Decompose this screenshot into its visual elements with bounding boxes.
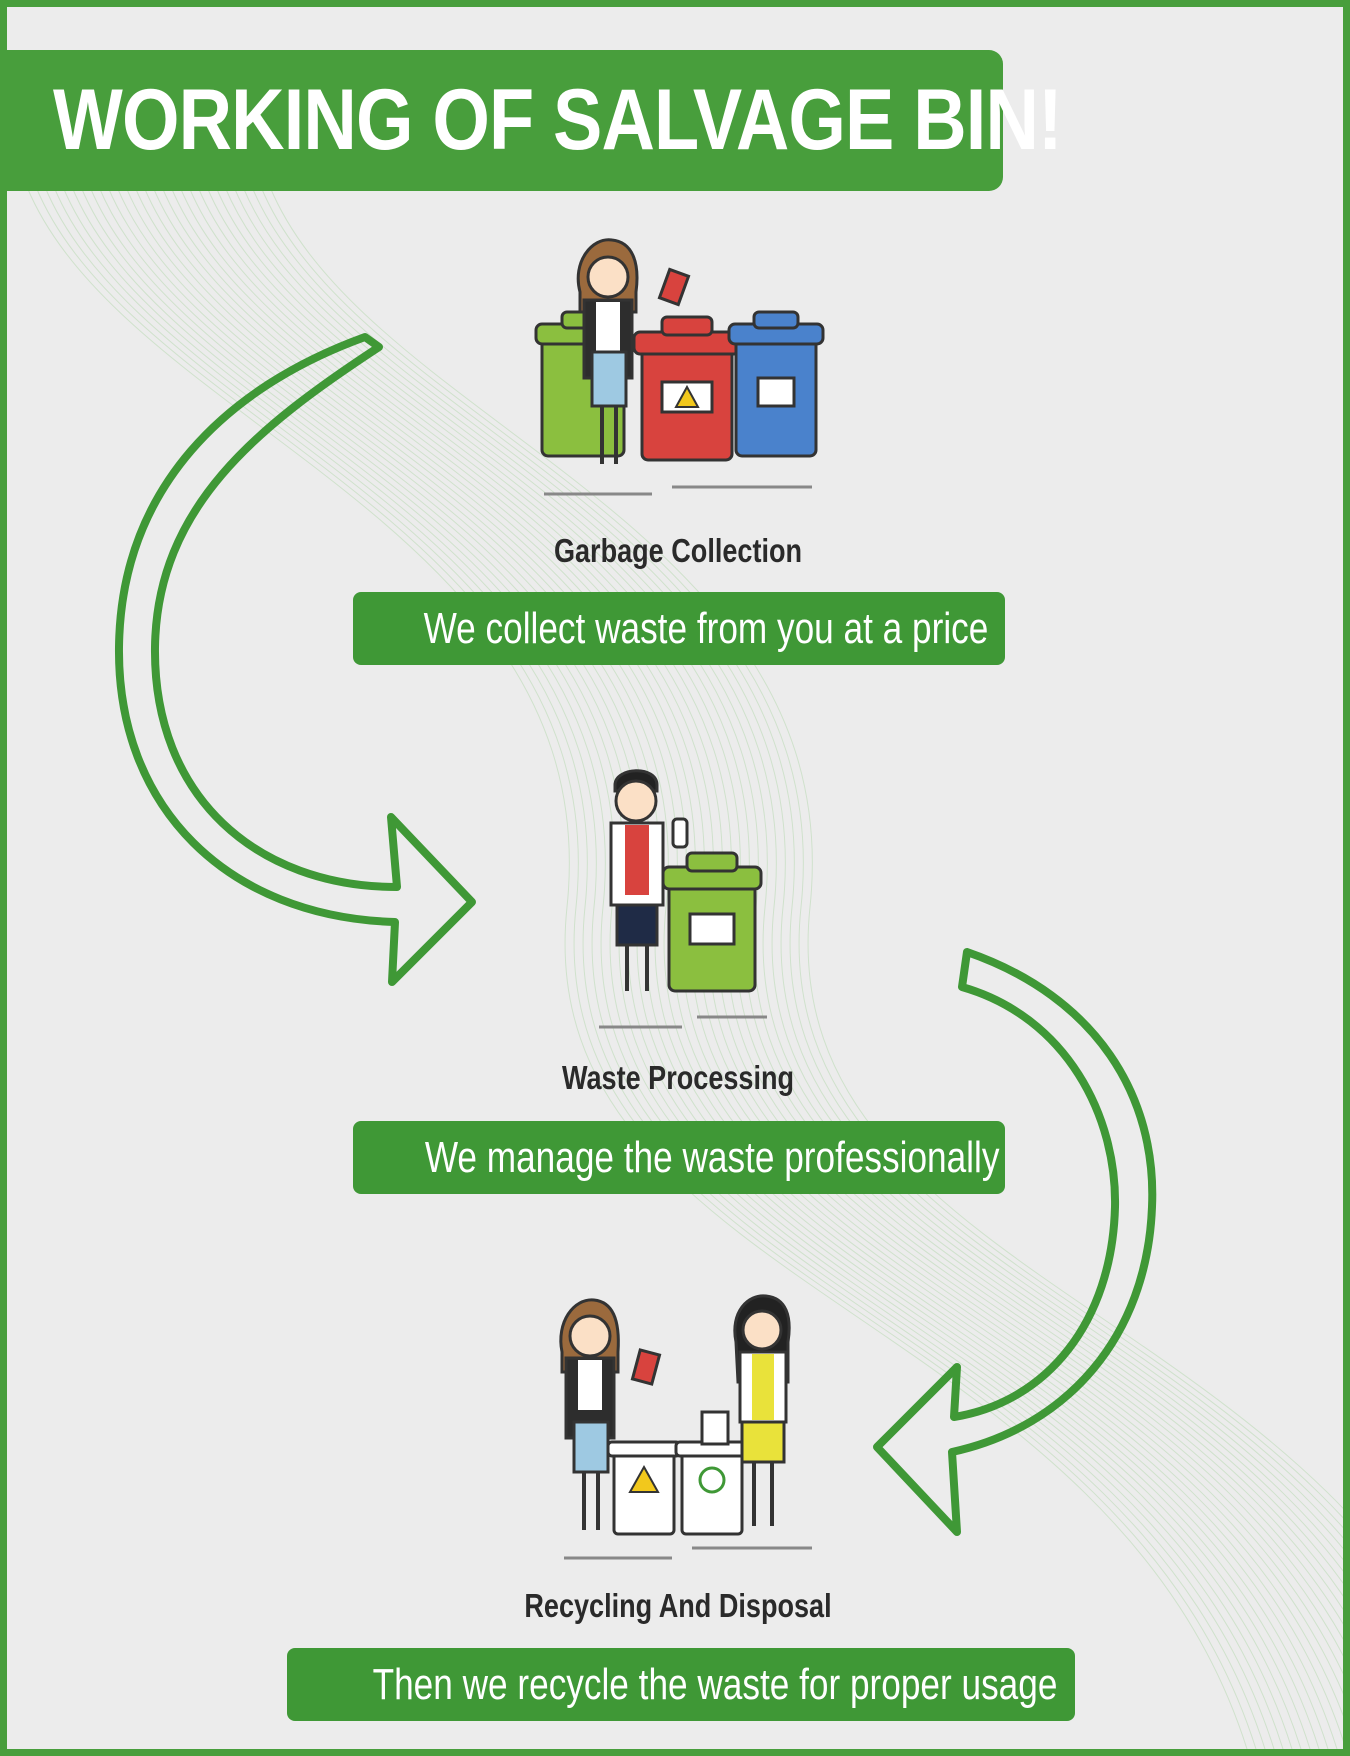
garbage-collection-illustration [534, 238, 825, 496]
step-3-description: Then we recycle the waste for proper usa… [287, 1648, 1075, 1721]
waste-processing-illustration [599, 769, 767, 1029]
title-banner: WORKING OF SALVAGE BIN! [7, 50, 1063, 191]
step-1-description-text: We collect waste from you at a price [423, 604, 989, 653]
step-1-description: We collect waste from you at a price [353, 592, 1005, 665]
curved-arrow-right [873, 948, 1157, 1536]
curved-arrow-left [114, 333, 476, 986]
step-3-title: Recycling And Disposal [524, 1587, 832, 1624]
step-2-description-text: We manage the waste professionally [424, 1133, 1000, 1182]
recycling-disposal-illustration [559, 1294, 812, 1560]
step-2-title: Waste Processing [561, 1059, 795, 1096]
page-title: WORKING OF SALVAGE BIN! [53, 72, 1063, 168]
step-1-title: Garbage Collection [553, 532, 803, 569]
step-3-description-text: Then we recycle the waste for proper usa… [372, 1660, 1058, 1709]
step-2-description: We manage the waste professionally [353, 1121, 1005, 1194]
